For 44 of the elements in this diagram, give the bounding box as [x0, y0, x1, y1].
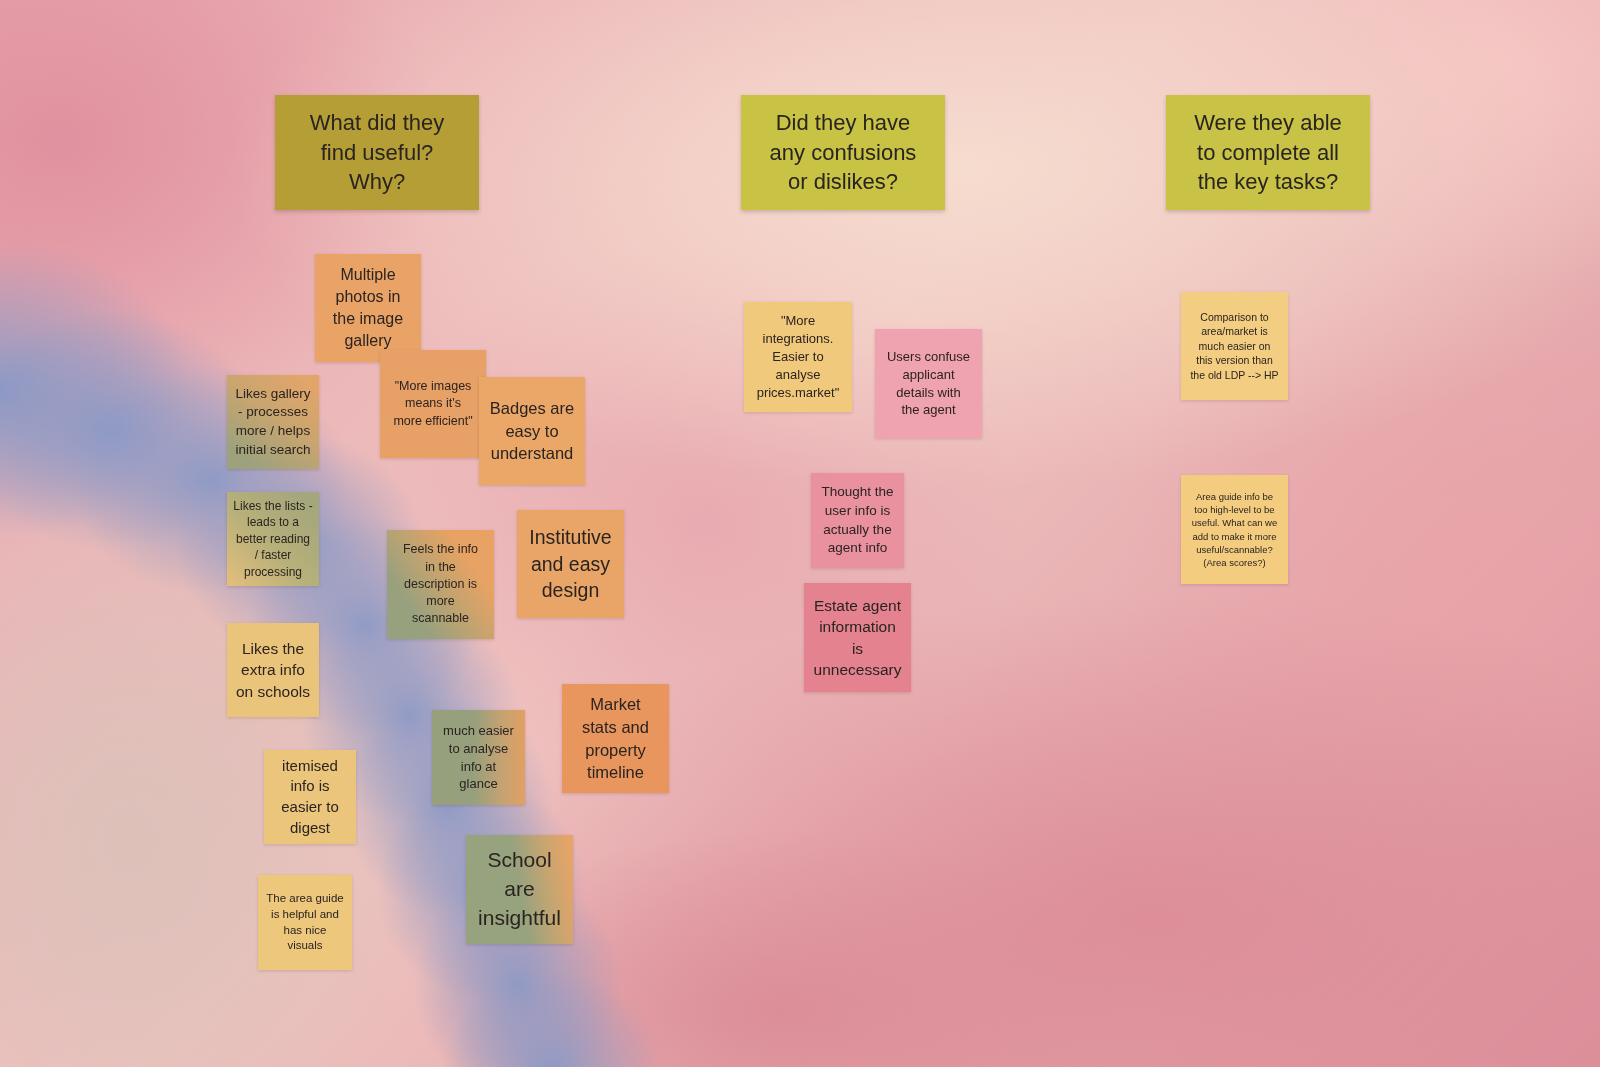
- note-text: Feels the info in the description is more scannable: [401, 541, 479, 628]
- note-text: Estate agent information is unnecessary: [812, 595, 903, 680]
- sticky-note: [432, 710, 525, 805]
- sticky-note: [1181, 475, 1288, 584]
- note-text: Institutive and easy design: [528, 524, 613, 604]
- question-text: Did they have any confusions or dislikes?: [768, 108, 918, 197]
- note-text: Multiple photos in the image gallery: [331, 264, 405, 352]
- sticky-note: [227, 492, 319, 586]
- note-text: Likes the lists - leads to a better reading / faster processing: [233, 497, 313, 581]
- sticky-note: [517, 510, 624, 618]
- sticky-note: [380, 350, 486, 458]
- question-card: [275, 95, 479, 210]
- sticky-note: [1181, 292, 1288, 400]
- sticky-note: [479, 377, 585, 485]
- note-text: Area guide info be too high-level to be useful. What can we add to make it more useful/scannable? (Area scores?): [1190, 490, 1279, 569]
- note-text: "More images means it's more efficient": [392, 378, 474, 430]
- sticky-note: [744, 302, 852, 412]
- sticky-note: [264, 750, 356, 844]
- sticky-note: [227, 375, 319, 469]
- sticky-note: [315, 254, 421, 362]
- note-text: Market stats and property timeline: [581, 693, 650, 784]
- sticky-note: [562, 684, 669, 793]
- question-text: Were they able to complete all the key tasks?: [1193, 108, 1343, 197]
- note-text: "More integrations. Easier to analyse prices.market": [755, 312, 841, 402]
- sticky-note: [804, 583, 911, 692]
- question-text: What did they find useful? Why?: [308, 108, 446, 197]
- note-text: The area guide is helpful and has nice visuals: [265, 890, 345, 954]
- note-text: itemised info is easier to digest: [280, 755, 340, 838]
- note-text: School are insightful: [477, 847, 562, 931]
- question-card: [741, 95, 945, 210]
- note-text: Comparison to area/market is much easier on this version than the old LDP --> HP: [1189, 309, 1280, 383]
- note-text: Likes gallery - processes more / helps initial search: [234, 384, 312, 459]
- sticky-note: [811, 473, 904, 568]
- note-text: Thought the user info is actually the agent info: [820, 483, 895, 558]
- sticky-note: [227, 623, 319, 717]
- note-text: Likes the extra info on schools: [234, 638, 312, 702]
- sticky-note: [387, 530, 494, 639]
- note-text: Users confuse applicant details with the agent: [886, 347, 971, 420]
- note-text: much easier to analyse info at glance: [442, 721, 515, 794]
- note-text: Badges are easy to understand: [488, 397, 576, 465]
- sticky-note: [258, 875, 352, 970]
- sticky-note: [875, 329, 982, 438]
- question-card: [1166, 95, 1370, 210]
- sticky-note: [466, 835, 573, 944]
